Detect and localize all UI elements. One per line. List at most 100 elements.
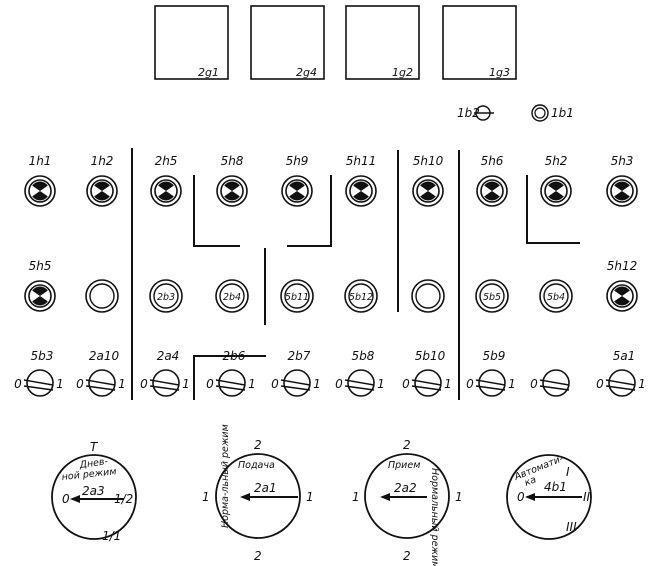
toggle-off-label: 0 <box>206 377 214 391</box>
push-button-5b11[interactable]: 5b11 <box>280 279 314 313</box>
signal-lamp-5h3: 5h3 <box>606 154 638 207</box>
lamp-label: 5h6 <box>481 154 504 168</box>
meter-label: 1g3 <box>489 66 510 79</box>
button-label: 5b4 <box>547 292 565 303</box>
lamp-label: 5h3 <box>611 154 634 168</box>
dial-bottom-label: III <box>566 520 577 534</box>
button-label: 5b12 <box>349 292 373 303</box>
dial-center-label: 2a1 <box>254 481 277 495</box>
dial-bottom-label: 1/1 <box>102 529 121 543</box>
push-button-5b12[interactable]: 5b12 <box>344 279 378 313</box>
toggle-label: 5b3 <box>31 349 54 363</box>
toggle-label: 5b10 <box>415 349 446 363</box>
signal-lamp-5h8: 5h8 <box>216 154 248 207</box>
lamp-label: 1h2 <box>91 154 114 168</box>
dial-top-label: 2 <box>254 438 262 452</box>
dial-2a2[interactable]: 2 Прием Нормальный режим 2a2 1 1 2 <box>352 438 463 566</box>
signal-lamp-1h1: 1h1 <box>24 154 56 207</box>
dial-left-label: 0 <box>62 492 70 506</box>
spare-socket <box>85 279 119 313</box>
signal-lamp-2h5: 2h5 <box>150 154 182 207</box>
toggle-on-label: 1 <box>118 377 126 391</box>
meter-2g4: 2g4 <box>250 5 325 80</box>
meter-label: 1g2 <box>392 66 413 79</box>
button-label: 2b4 <box>223 292 241 303</box>
signal-lamp-5h6: 5h6 <box>476 154 508 207</box>
dial-center-label: 4b1 <box>544 480 567 494</box>
dial-caption: Автомати- <box>512 453 565 483</box>
signal-lamp-1h2: 1h2 <box>86 154 118 207</box>
meter-2g1: 2g1 <box>154 5 229 80</box>
button-label: 2b3 <box>157 292 175 303</box>
signal-lamp-5h12: 5h12 <box>606 259 638 312</box>
toggle-off-label: 0 <box>335 377 343 391</box>
meter-1g3: 1g3 <box>442 5 517 80</box>
lamp-label: 5h10 <box>413 154 444 168</box>
switch-1b1[interactable]: 1b1 <box>531 104 574 122</box>
dial-right-label: II <box>583 490 591 504</box>
toggle-on-label: 1 <box>638 377 646 391</box>
push-button-5b4[interactable]: 5b4 <box>539 279 573 313</box>
toggle-off-label: 0 <box>596 377 604 391</box>
dial-top-label: 2 <box>403 438 411 452</box>
dial-2a3[interactable]: T Днев- ной режим 2a3 0 1/2 1/1 <box>51 440 137 543</box>
meter-label: 2g4 <box>296 66 317 79</box>
dial-center-label: 2a3 <box>82 484 105 498</box>
toggle-on-label: 1 <box>182 377 190 391</box>
toggle-on-label: 1 <box>508 377 516 391</box>
signal-lamp-5h5: 5h5 <box>24 259 56 312</box>
switch-label: 1b1 <box>551 106 574 120</box>
lamp-label: 5h12 <box>607 259 638 273</box>
push-button-2b4[interactable]: 2b4 <box>215 279 249 313</box>
panel-dividers <box>131 148 580 400</box>
toggle-off-label: 0 <box>14 377 22 391</box>
lamp-label: 1h1 <box>29 154 52 168</box>
toggle-off-label: 0 <box>530 377 538 391</box>
switch-1b2[interactable]: 1b2 <box>457 105 494 121</box>
dial-left-label: 1 <box>202 490 210 504</box>
meter-1g2: 1g2 <box>345 5 420 80</box>
toggle-switch-5a1[interactable]: 5a1 0 1 <box>596 349 646 397</box>
toggle-label: 2b6 <box>223 349 246 363</box>
dial-left-label: 0 <box>517 490 525 504</box>
lamp-label: 5h9 <box>286 154 309 168</box>
dial-position-label: I <box>566 465 570 479</box>
dial-caption: Прием <box>388 460 420 471</box>
button-label: 5b5 <box>483 292 501 303</box>
toggle-on-label: 1 <box>377 377 385 391</box>
dial-bottom-label: 2 <box>254 549 262 563</box>
toggle-switch[interactable]: 0 <box>530 369 570 397</box>
dial-right-label: 1 <box>455 490 463 504</box>
dial-2a1[interactable]: 2 Подача Норма-льный режим 2a1 1 1 2 <box>202 424 314 563</box>
dial-bottom-label: 2 <box>403 549 411 563</box>
dial-top-label: T <box>90 440 99 454</box>
toggle-on-label: 1 <box>444 377 452 391</box>
dial-center-label: 2a2 <box>394 481 417 495</box>
dial-side-caption: Нормальный режим <box>429 468 440 566</box>
toggle-on-label: 1 <box>313 377 321 391</box>
dial-left-label: 1 <box>352 490 360 504</box>
lamp-label: 2h5 <box>155 154 178 168</box>
toggle-label: 2a4 <box>157 349 180 363</box>
push-button-2b3[interactable]: 2b3 <box>149 279 183 313</box>
dial-caption: Подача <box>238 460 275 471</box>
dial-4b1[interactable]: Автомати- ка I 4b1 0 II III <box>506 453 592 540</box>
toggle-label: 5a1 <box>613 349 636 363</box>
lamp-label: 5h2 <box>545 154 568 168</box>
dial-caption: ной режим <box>61 466 117 483</box>
button-label: 5b11 <box>285 292 309 303</box>
toggle-label: 2b7 <box>288 349 311 363</box>
signal-lamp-5h9: 5h9 <box>281 154 313 207</box>
push-button-5b5[interactable]: 5b5 <box>475 279 509 313</box>
signal-lamp-5h10: 5h10 <box>412 154 444 207</box>
